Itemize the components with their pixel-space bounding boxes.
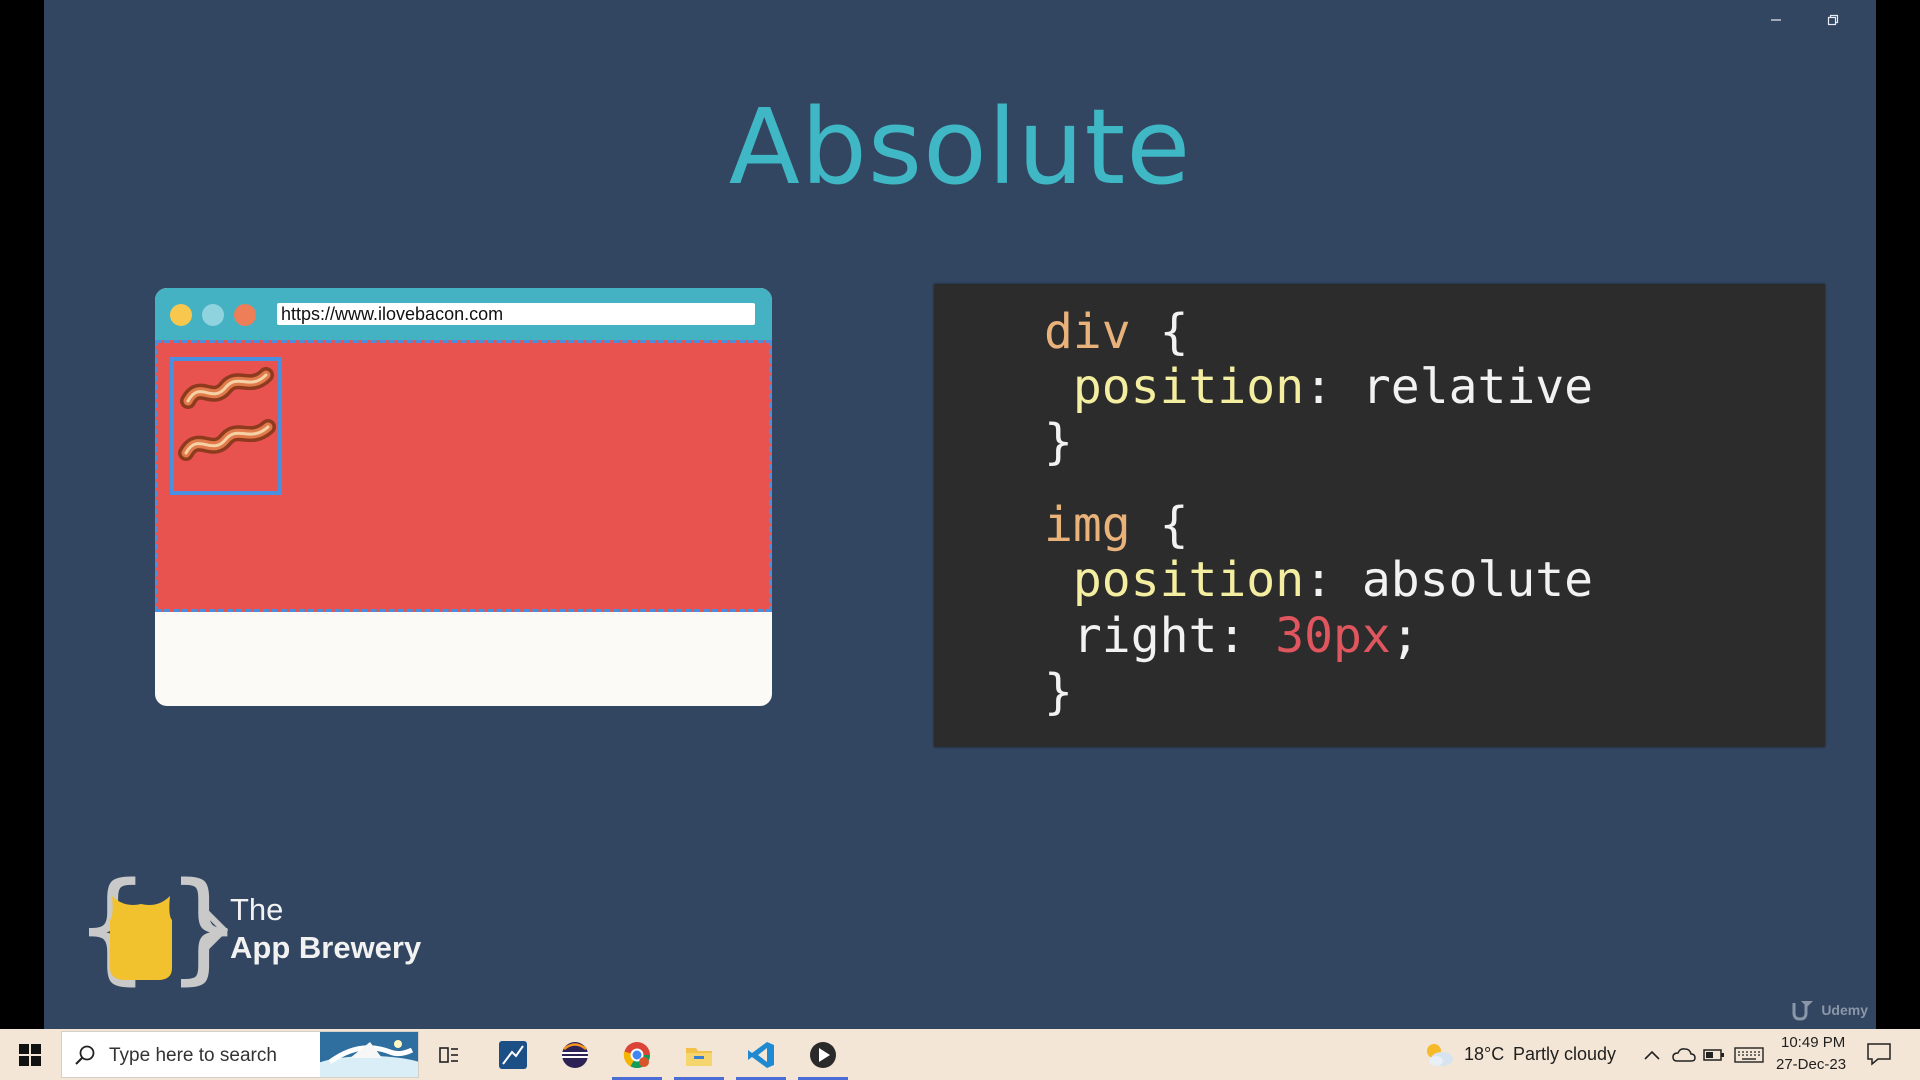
battery-icon[interactable]	[1702, 1046, 1726, 1064]
search-placeholder: Type here to search	[109, 1045, 277, 1066]
logo-text-the: The	[230, 892, 284, 927]
code-line: img {	[1044, 497, 1189, 553]
relative-div-box	[155, 340, 772, 612]
vscode-icon	[748, 1041, 774, 1068]
browser-url: https://www.ilovebacon.com	[277, 303, 755, 325]
app-active-indicator	[674, 1077, 724, 1080]
code-token: ;	[1390, 608, 1420, 664]
logo-text-app-brewery: App Brewery	[230, 930, 422, 965]
taskbar-app-chrome[interactable]	[608, 1029, 666, 1080]
svg-text:}: }	[166, 868, 242, 988]
code-line: div {	[1044, 304, 1189, 360]
clock-time[interactable]: 10:49 PM	[1781, 1034, 1846, 1051]
code-token: right	[1044, 608, 1218, 664]
taskbar-app-network-tool[interactable]	[484, 1029, 542, 1080]
code-token: :	[1217, 608, 1276, 664]
network-tool-icon	[499, 1040, 527, 1069]
minimize-button[interactable]	[1754, 4, 1798, 36]
code-token: :	[1304, 552, 1362, 608]
eclipse-icon	[562, 1041, 588, 1068]
code-token: 30px	[1275, 608, 1391, 664]
code-token: div	[1044, 304, 1131, 360]
code-token: }	[1044, 664, 1073, 720]
taskbar: Type here to search	[0, 1029, 1920, 1080]
weather-temperature[interactable]: 18°C	[1464, 1044, 1505, 1064]
code-token: {	[1130, 497, 1189, 553]
code-token: relative	[1361, 359, 1594, 415]
code-line: position: absolute	[1044, 552, 1593, 608]
taskbar-app-file-explorer[interactable]	[670, 1029, 728, 1080]
file-explorer-icon	[686, 1047, 712, 1066]
windows-logo-icon	[19, 1043, 41, 1066]
code-token: img	[1044, 497, 1131, 553]
media-player-icon	[810, 1041, 836, 1068]
task-view-icon	[439, 1046, 458, 1063]
code-line: }	[1044, 414, 1073, 470]
code-line: }	[1044, 664, 1073, 720]
weather-partly-cloudy-icon	[1427, 1044, 1453, 1066]
slide-title: Absolute	[728, 86, 1192, 208]
taskbar-app-vscode[interactable]	[732, 1029, 790, 1080]
chrome-icon	[623, 1041, 651, 1068]
code-token: absolute	[1361, 552, 1594, 608]
code-token: :	[1304, 359, 1362, 415]
udemy-logo-icon	[1792, 1001, 1814, 1021]
task-view-button[interactable]	[420, 1029, 478, 1080]
close-button[interactable]	[1868, 4, 1876, 36]
code-line: right: 30px;	[1044, 608, 1420, 664]
browser-mockup: https://www.ilovebacon.com	[155, 288, 772, 706]
browser-dot-orange	[234, 304, 256, 326]
app-active-indicator	[736, 1077, 786, 1080]
app-active-indicator	[612, 1077, 662, 1080]
search-icon	[75, 1045, 95, 1065]
browser-dot-yellow	[170, 304, 192, 326]
restore-icon	[1827, 14, 1839, 26]
code-token: position	[1044, 552, 1305, 608]
code-panel: div { position: relative } img { positio…	[934, 284, 1825, 747]
browser-dot-teal	[202, 304, 224, 326]
code-token: position	[1044, 359, 1305, 415]
code-token: }	[1044, 414, 1073, 470]
browser-address-bar-area: https://www.ilovebacon.com	[155, 288, 772, 340]
code-token: {	[1130, 304, 1189, 360]
bacon-icon	[178, 367, 276, 461]
start-button[interactable]	[0, 1029, 60, 1080]
app-brewery-logo: { }	[74, 868, 242, 988]
onedrive-cloud-icon[interactable]	[1672, 1046, 1696, 1064]
chevron-up-icon[interactable]	[1643, 1048, 1661, 1062]
restore-button[interactable]	[1811, 4, 1855, 36]
keyboard-icon[interactable]	[1734, 1046, 1764, 1064]
notification-center-icon[interactable]	[1866, 1042, 1892, 1066]
taskbar-app-media-player[interactable]	[794, 1029, 852, 1080]
taskbar-search-box[interactable]: Type here to search	[61, 1031, 419, 1078]
minimize-icon	[1771, 19, 1781, 21]
video-player-area: Absolute https://www.ilovebacon.com	[44, 0, 1876, 1029]
weather-condition[interactable]: Partly cloudy	[1513, 1044, 1617, 1064]
udemy-text: Udemy	[1821, 1002, 1868, 1018]
udemy-watermark: Udemy	[1791, 999, 1868, 1021]
clock-date[interactable]: 27-Dec-23	[1776, 1056, 1847, 1073]
taskbar-app-eclipse[interactable]	[546, 1029, 604, 1080]
app-active-indicator	[798, 1077, 848, 1080]
search-highlight-icon	[320, 1032, 418, 1077]
bacon-image-box	[170, 357, 282, 495]
code-line: position: relative	[1044, 359, 1593, 415]
